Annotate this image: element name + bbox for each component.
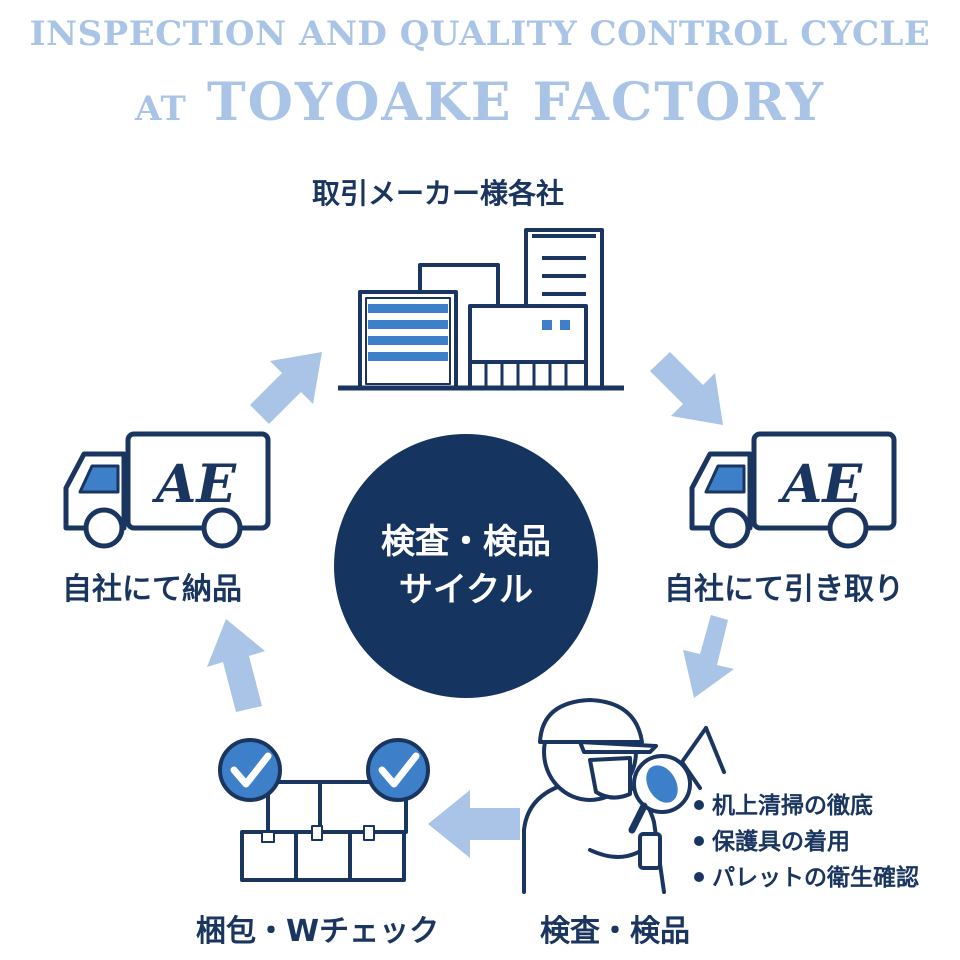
center-label-line1: 検査・検品: [381, 522, 551, 562]
bullet-dot: [694, 835, 704, 846]
bullet-dot: [694, 871, 704, 882]
packing-boxes-icon: [240, 780, 408, 882]
check-badge-right: [366, 738, 430, 802]
title-factory-name: TOYOAKE FACTORY: [206, 72, 825, 133]
node-label-packing: 梱包・Wチェック: [196, 914, 440, 949]
pickup-truck-icon: [689, 431, 897, 549]
title-prefix: AT: [135, 89, 187, 129]
factory-window-stripes: [368, 304, 570, 361]
center-label-line2: サイクル: [398, 570, 534, 610]
magnifier-lens: [646, 765, 678, 803]
check-badge-left: [218, 738, 282, 802]
node-label-makers: 取引メーカー様各社: [312, 177, 565, 210]
arrow-to-delivery: [207, 619, 265, 712]
delivery-truck-icon: [63, 431, 271, 549]
arrow-to-pickup: [650, 352, 723, 425]
truck-logo-left: AE: [151, 454, 237, 515]
diagram-title-line2: AT TOYOAKE FACTORY: [0, 72, 960, 133]
diagram-title-line1: INSPECTION AND QUALITY CONTROL CYCLE: [29, 14, 931, 54]
bullet-dot: [694, 799, 704, 810]
inspection-points-list: 机上清掃の徹底 保護具の着用 パレットの衛生確認: [694, 788, 919, 896]
node-label-pickup: 自社にて引き取り: [664, 572, 904, 607]
node-label-delivery: 自社にて納品: [62, 572, 242, 607]
inspection-point: 机上清掃の徹底: [694, 788, 919, 824]
cycle-arrows: [207, 352, 734, 858]
inspector-icon: [522, 698, 726, 894]
inspection-point: 保護具の着用: [694, 824, 919, 860]
center-label: 検査・検品 サイクル: [336, 518, 596, 614]
node-label-inspection: 検査・検品: [540, 914, 690, 949]
arrow-to-makers: [250, 352, 322, 424]
inspection-point: パレットの衛生確認: [694, 860, 919, 896]
arrow-to-inspection: [683, 615, 734, 698]
truck-logo-right: AE: [777, 454, 863, 515]
center-circle: [334, 434, 598, 698]
arrow-to-packing: [428, 790, 520, 858]
